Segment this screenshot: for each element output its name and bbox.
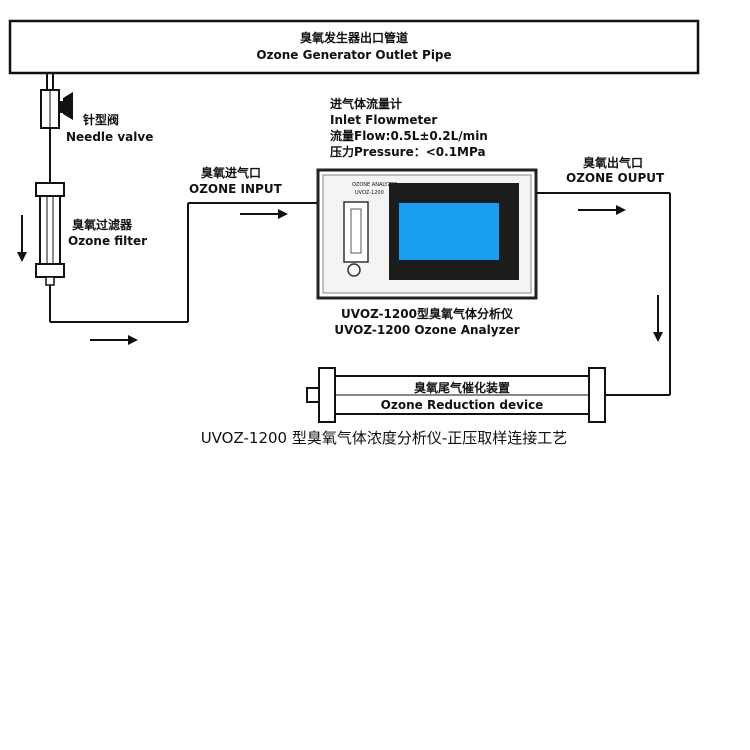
pipe-label-cn: 臭氧发生器出口管道 — [300, 30, 408, 45]
analyzer-panel-model: UVOZ-1200 — [355, 190, 384, 196]
ozone-filter-label-en: Ozone filter — [68, 234, 147, 248]
inlet-label-cn: 臭氧进气口 — [201, 165, 261, 180]
flowmeter-pressure: 压力Pressure：<0.1MPa — [330, 144, 486, 159]
knob-icon — [347, 263, 361, 277]
analyzer-panel-title: OZONE ANALYZER — [352, 182, 398, 188]
down-arrow-icon — [17, 215, 27, 262]
ozone-filter-label-cn: 臭氧过滤器 — [72, 217, 133, 232]
right-arrow-icon — [240, 209, 288, 219]
left-tubing — [46, 73, 318, 323]
reduction-label-en: Ozone Reduction device — [381, 398, 544, 412]
analyzer-label-cn: UVOZ-1200型臭氧气体分析仪 — [341, 306, 514, 321]
down-arrow-icon — [653, 295, 663, 342]
pipe-label-en: Ozone Generator Outlet Pipe — [256, 48, 451, 62]
flowmeter-label-en: Inlet Flowmeter — [330, 113, 437, 127]
right-tubing — [536, 192, 671, 396]
diagram-caption: UVOZ-1200 型臭氧气体浓度分析仪-正压取样连接工艺 — [201, 429, 568, 447]
generator-outlet-pipe: 臭氧发生器出口管道 Ozone Generator Outlet Pipe — [8, 19, 700, 75]
needle-valve-label-en: Needle valve — [66, 130, 153, 144]
display-screen — [399, 203, 499, 260]
ozone-filter — [35, 182, 65, 286]
right-arrow-icon — [578, 205, 626, 215]
right-arrow-icon — [90, 335, 138, 345]
flowmeter-flow: 流量Flow:0.5L±0.2L/min — [330, 128, 488, 143]
needle-valve-label-cn: 针型阀 — [83, 112, 119, 127]
ozone-reduction-device — [306, 367, 606, 423]
flowmeter-label-cn: 进气体流量计 — [330, 96, 402, 111]
needle-valve — [40, 89, 73, 129]
inlet-label-en: OZONE INPUT — [189, 182, 283, 196]
outlet-label-en: OZONE OUPUT — [566, 171, 665, 185]
outlet-label-cn: 臭氧出气口 — [583, 155, 643, 170]
reduction-label-cn: 臭氧尾气催化装置 — [414, 380, 510, 395]
analyzer-label-en: UVOZ-1200 Ozone Analyzer — [334, 323, 519, 337]
ozone-analyzer: OZONE ANALYZER UVOZ-1200 — [316, 168, 538, 300]
